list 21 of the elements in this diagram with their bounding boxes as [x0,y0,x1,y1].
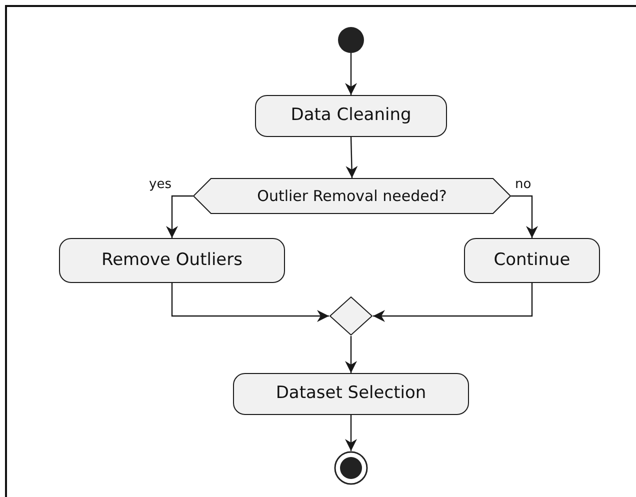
activity-box [464,238,600,283]
arrow [345,53,357,95]
merge-diamond [329,296,373,336]
arrow [346,136,358,178]
start-node [338,27,364,53]
activity-box [59,238,285,283]
activity-text: Data Cleaning [290,104,412,128]
arrow [345,415,357,451]
arrow [345,336,357,373]
end-node [334,451,368,485]
arrow [511,195,538,238]
arrow [166,195,193,238]
activity-text: Remove Outliers [102,248,242,272]
activity-text: Dataset Selection [276,382,426,406]
arrow [373,283,533,322]
decision-hexagon [193,178,511,214]
activity-box [233,373,469,415]
decision-text: Outlier Removal needed? [257,186,447,207]
activity-box [255,95,447,137]
activity-text: Continue [494,248,570,272]
arrow [171,283,329,322]
